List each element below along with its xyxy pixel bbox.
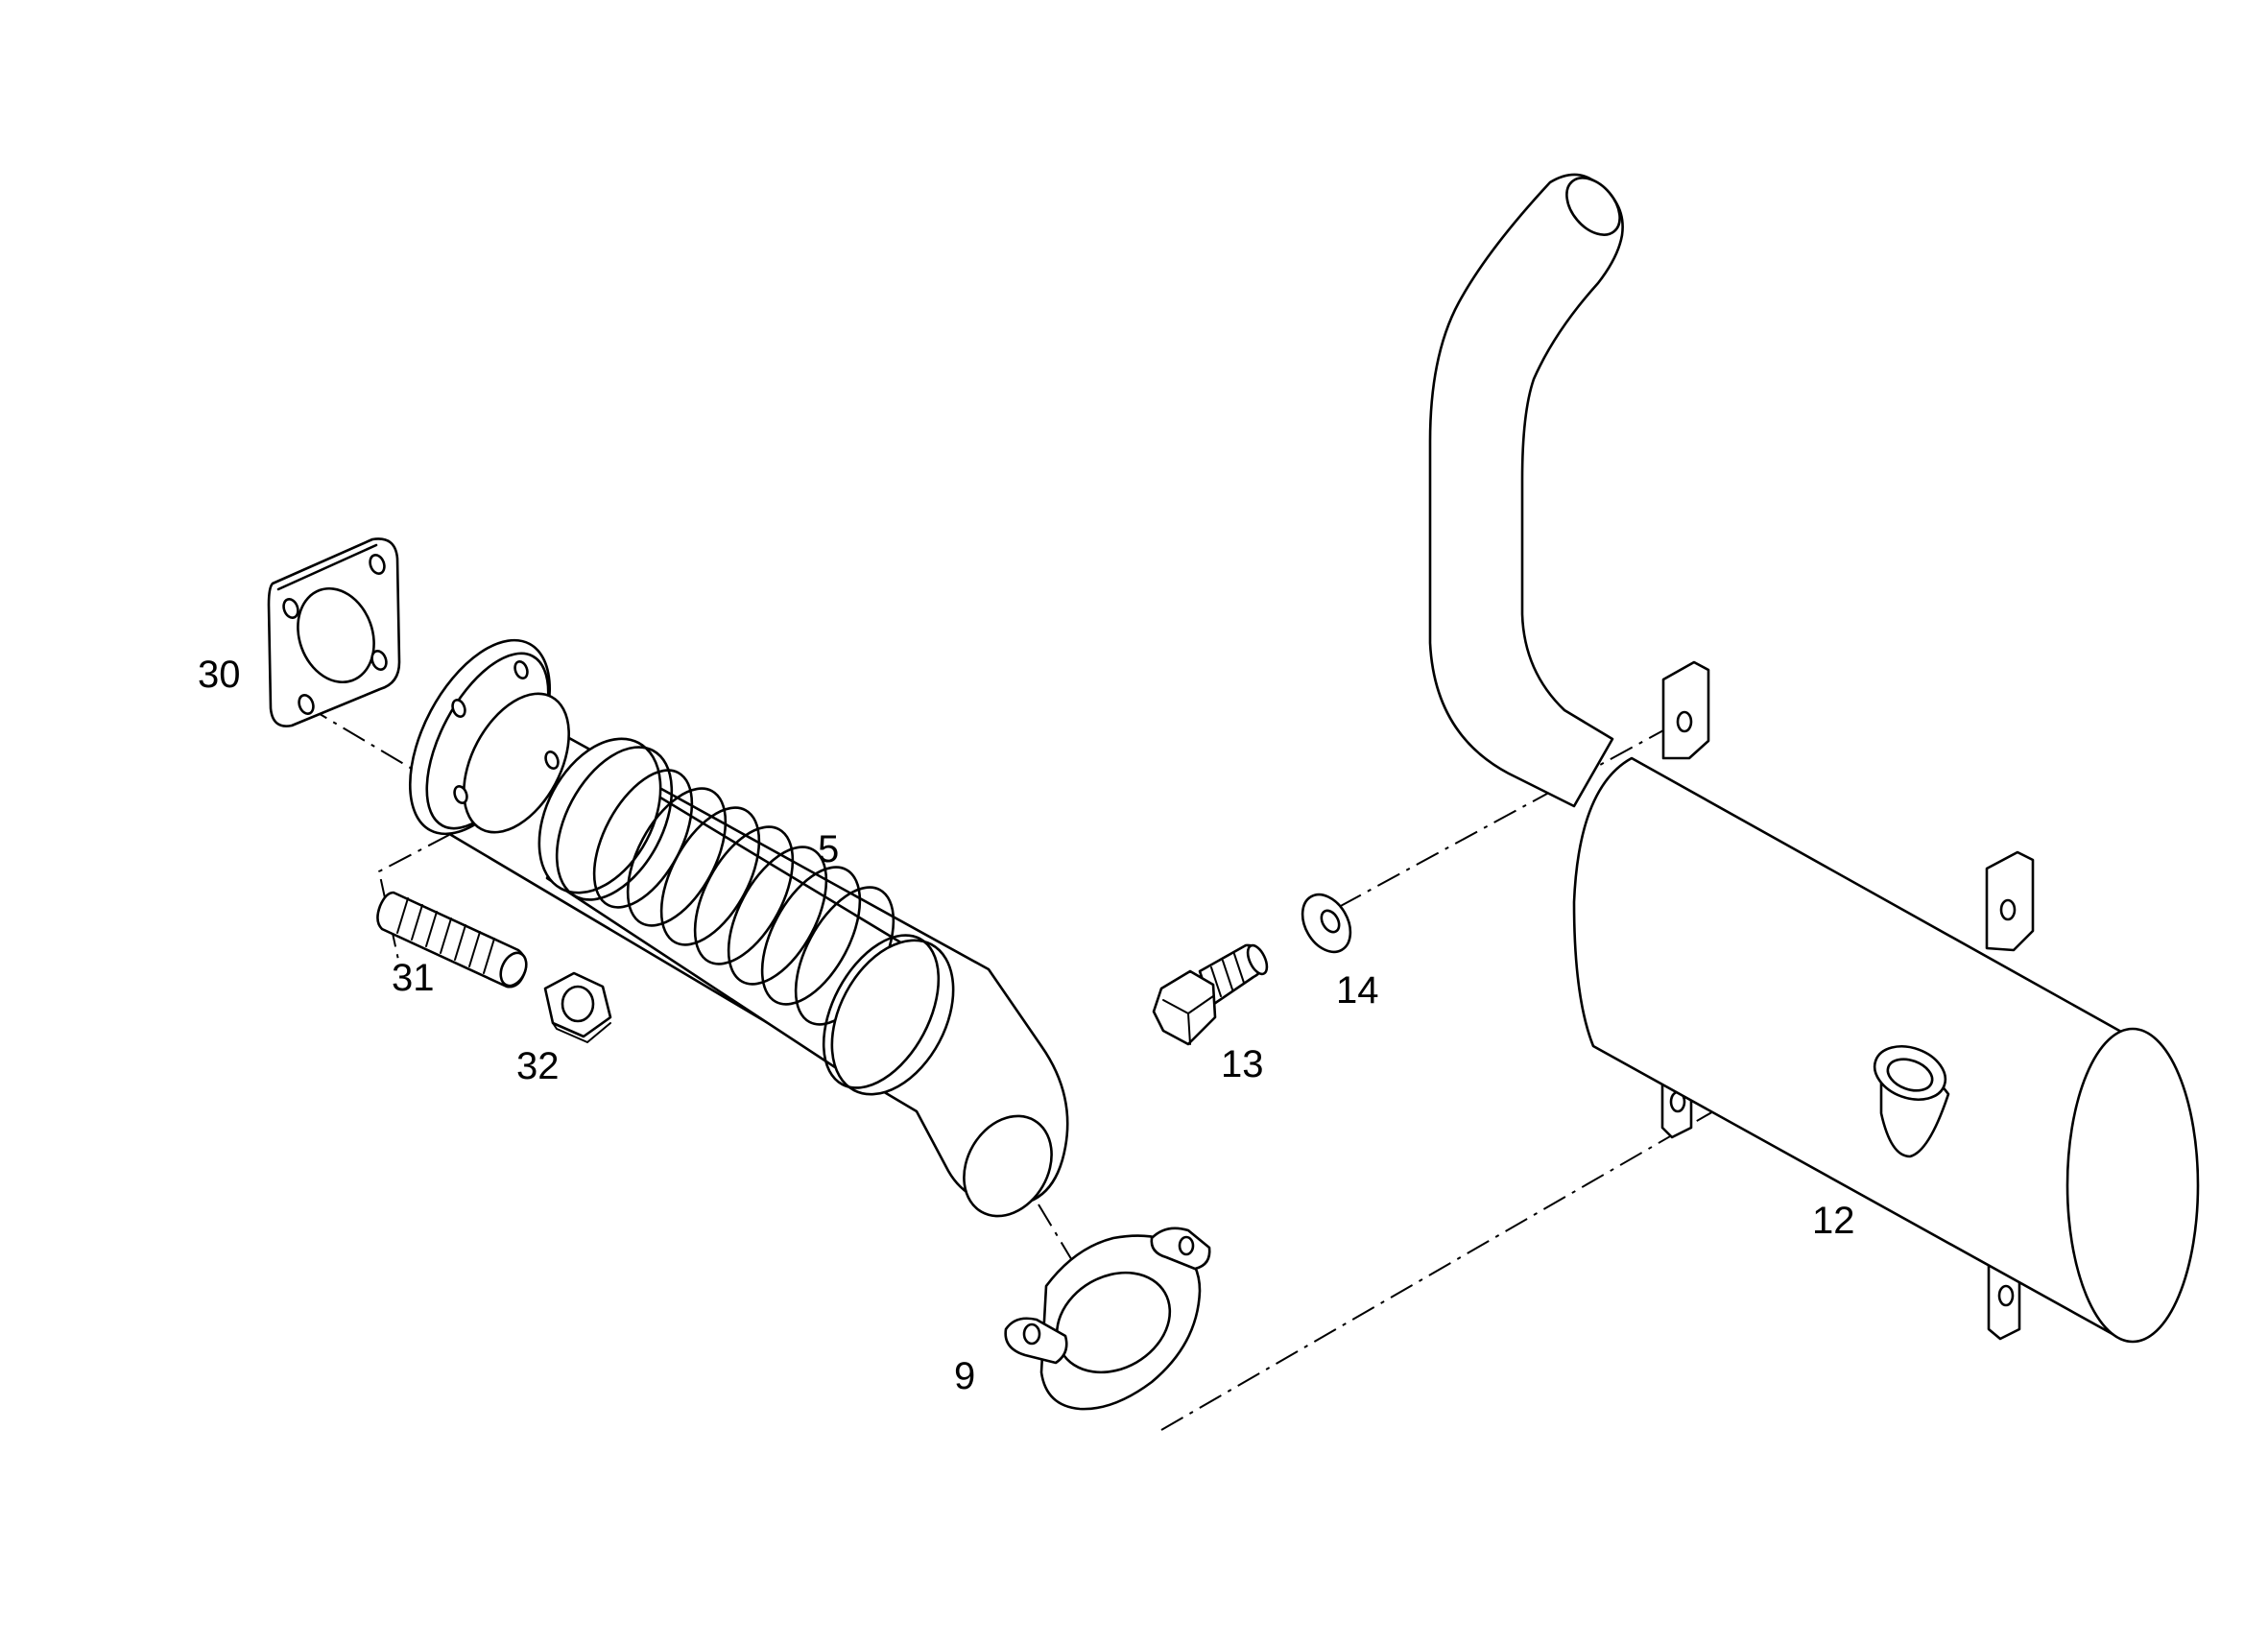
pipe-clamp-part[interactable] — [1004, 1227, 1211, 1411]
muffler-part[interactable] — [1428, 168, 2200, 1344]
gasket-part[interactable] — [267, 537, 401, 727]
callout-31: 31 — [392, 957, 435, 999]
callout-14: 14 — [1336, 969, 1379, 1012]
hex-bolt-part[interactable] — [1152, 942, 1271, 1046]
callout-32: 32 — [516, 1045, 560, 1087]
washer-part[interactable] — [1293, 886, 1360, 960]
callout-13: 13 — [1221, 1043, 1264, 1085]
bellows-ridges — [537, 737, 955, 1096]
callout-30: 30 — [198, 654, 241, 696]
stud-bolt-part[interactable] — [376, 891, 531, 989]
flex-pipe-part[interactable] — [381, 618, 1069, 1232]
hex-nut-part[interactable] — [543, 971, 612, 1044]
callout-5: 5 — [818, 828, 839, 870]
callout-labels: 30 5 31 32 13 14 12 9 — [198, 654, 1855, 1397]
callout-12: 12 — [1812, 1200, 1855, 1242]
callout-9: 9 — [954, 1355, 975, 1397]
